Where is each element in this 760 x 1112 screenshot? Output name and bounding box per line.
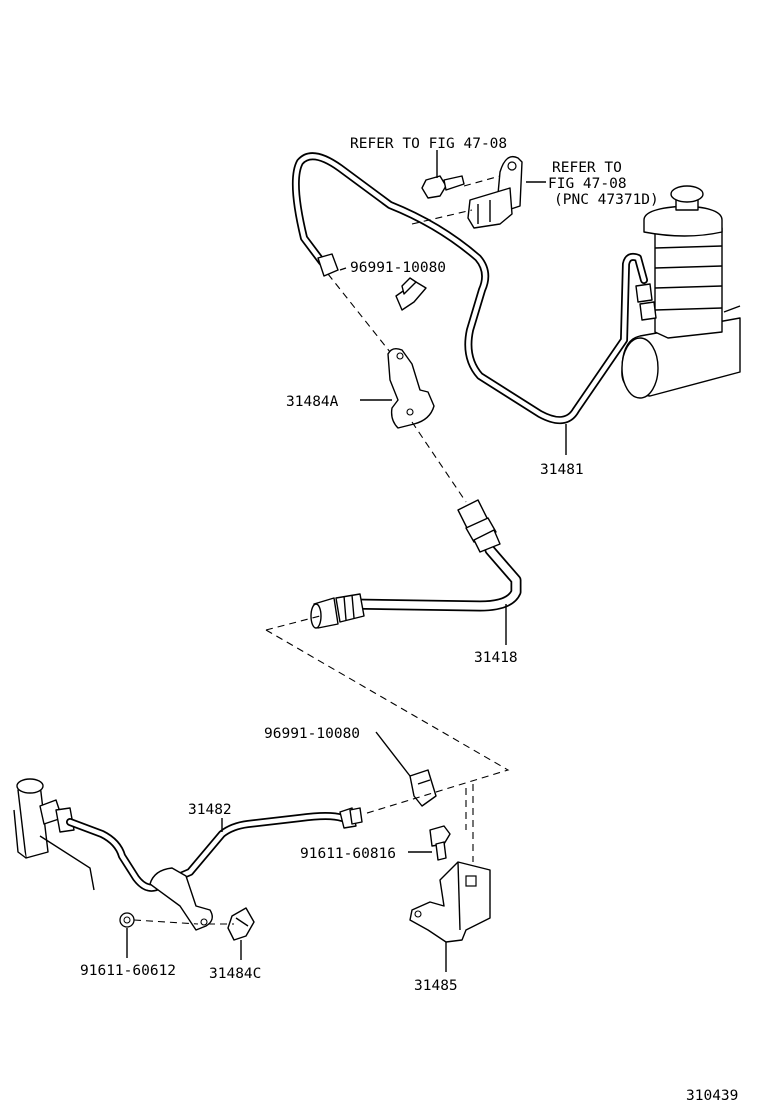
label-fig-47-08: FIG 47-08 xyxy=(548,176,627,192)
label-clip-lower: 96991-10080 xyxy=(264,726,360,742)
label-refer-fig-top: REFER TO FIG 47-08 xyxy=(350,136,507,152)
clip-lower xyxy=(409,769,437,807)
label-tube-lower: 31482 xyxy=(188,802,232,818)
clip-31484c xyxy=(227,907,255,941)
label-refer-to: REFER TO xyxy=(552,160,622,176)
label-clip-upper: 96991-10080 xyxy=(350,260,446,276)
label-tube-upper: 31481 xyxy=(540,462,584,478)
flexible-hose-31418 xyxy=(310,499,522,629)
bolt-91611-60612 xyxy=(119,912,135,928)
label-bracket-lower: 31485 xyxy=(414,978,458,994)
bracket-31484a xyxy=(387,347,435,429)
reservoir-assembly xyxy=(621,185,741,399)
brake-tube-31482 xyxy=(66,807,363,931)
reference-bracket xyxy=(467,155,523,229)
label-bolt-lower: 91611-60816 xyxy=(300,846,396,862)
reference-bolt xyxy=(421,175,465,199)
label-figure-number: 310439 xyxy=(686,1088,738,1104)
label-flex-hose: 31418 xyxy=(474,650,518,666)
upper-leaders xyxy=(265,150,567,645)
label-bracket-upper: 31484A xyxy=(286,394,339,410)
bracket-31485 xyxy=(409,861,491,943)
brake-tube-31481 xyxy=(291,152,657,424)
lower-cylinder xyxy=(13,778,95,891)
clip-upper xyxy=(395,277,427,311)
bolt-91611-60816 xyxy=(429,825,451,861)
label-clip-left: 31484C xyxy=(209,966,261,982)
label-bolt-left: 91611-60612 xyxy=(80,963,176,979)
lower-leaders xyxy=(126,629,510,972)
label-pnc: (PNC 47371D) xyxy=(554,192,659,208)
